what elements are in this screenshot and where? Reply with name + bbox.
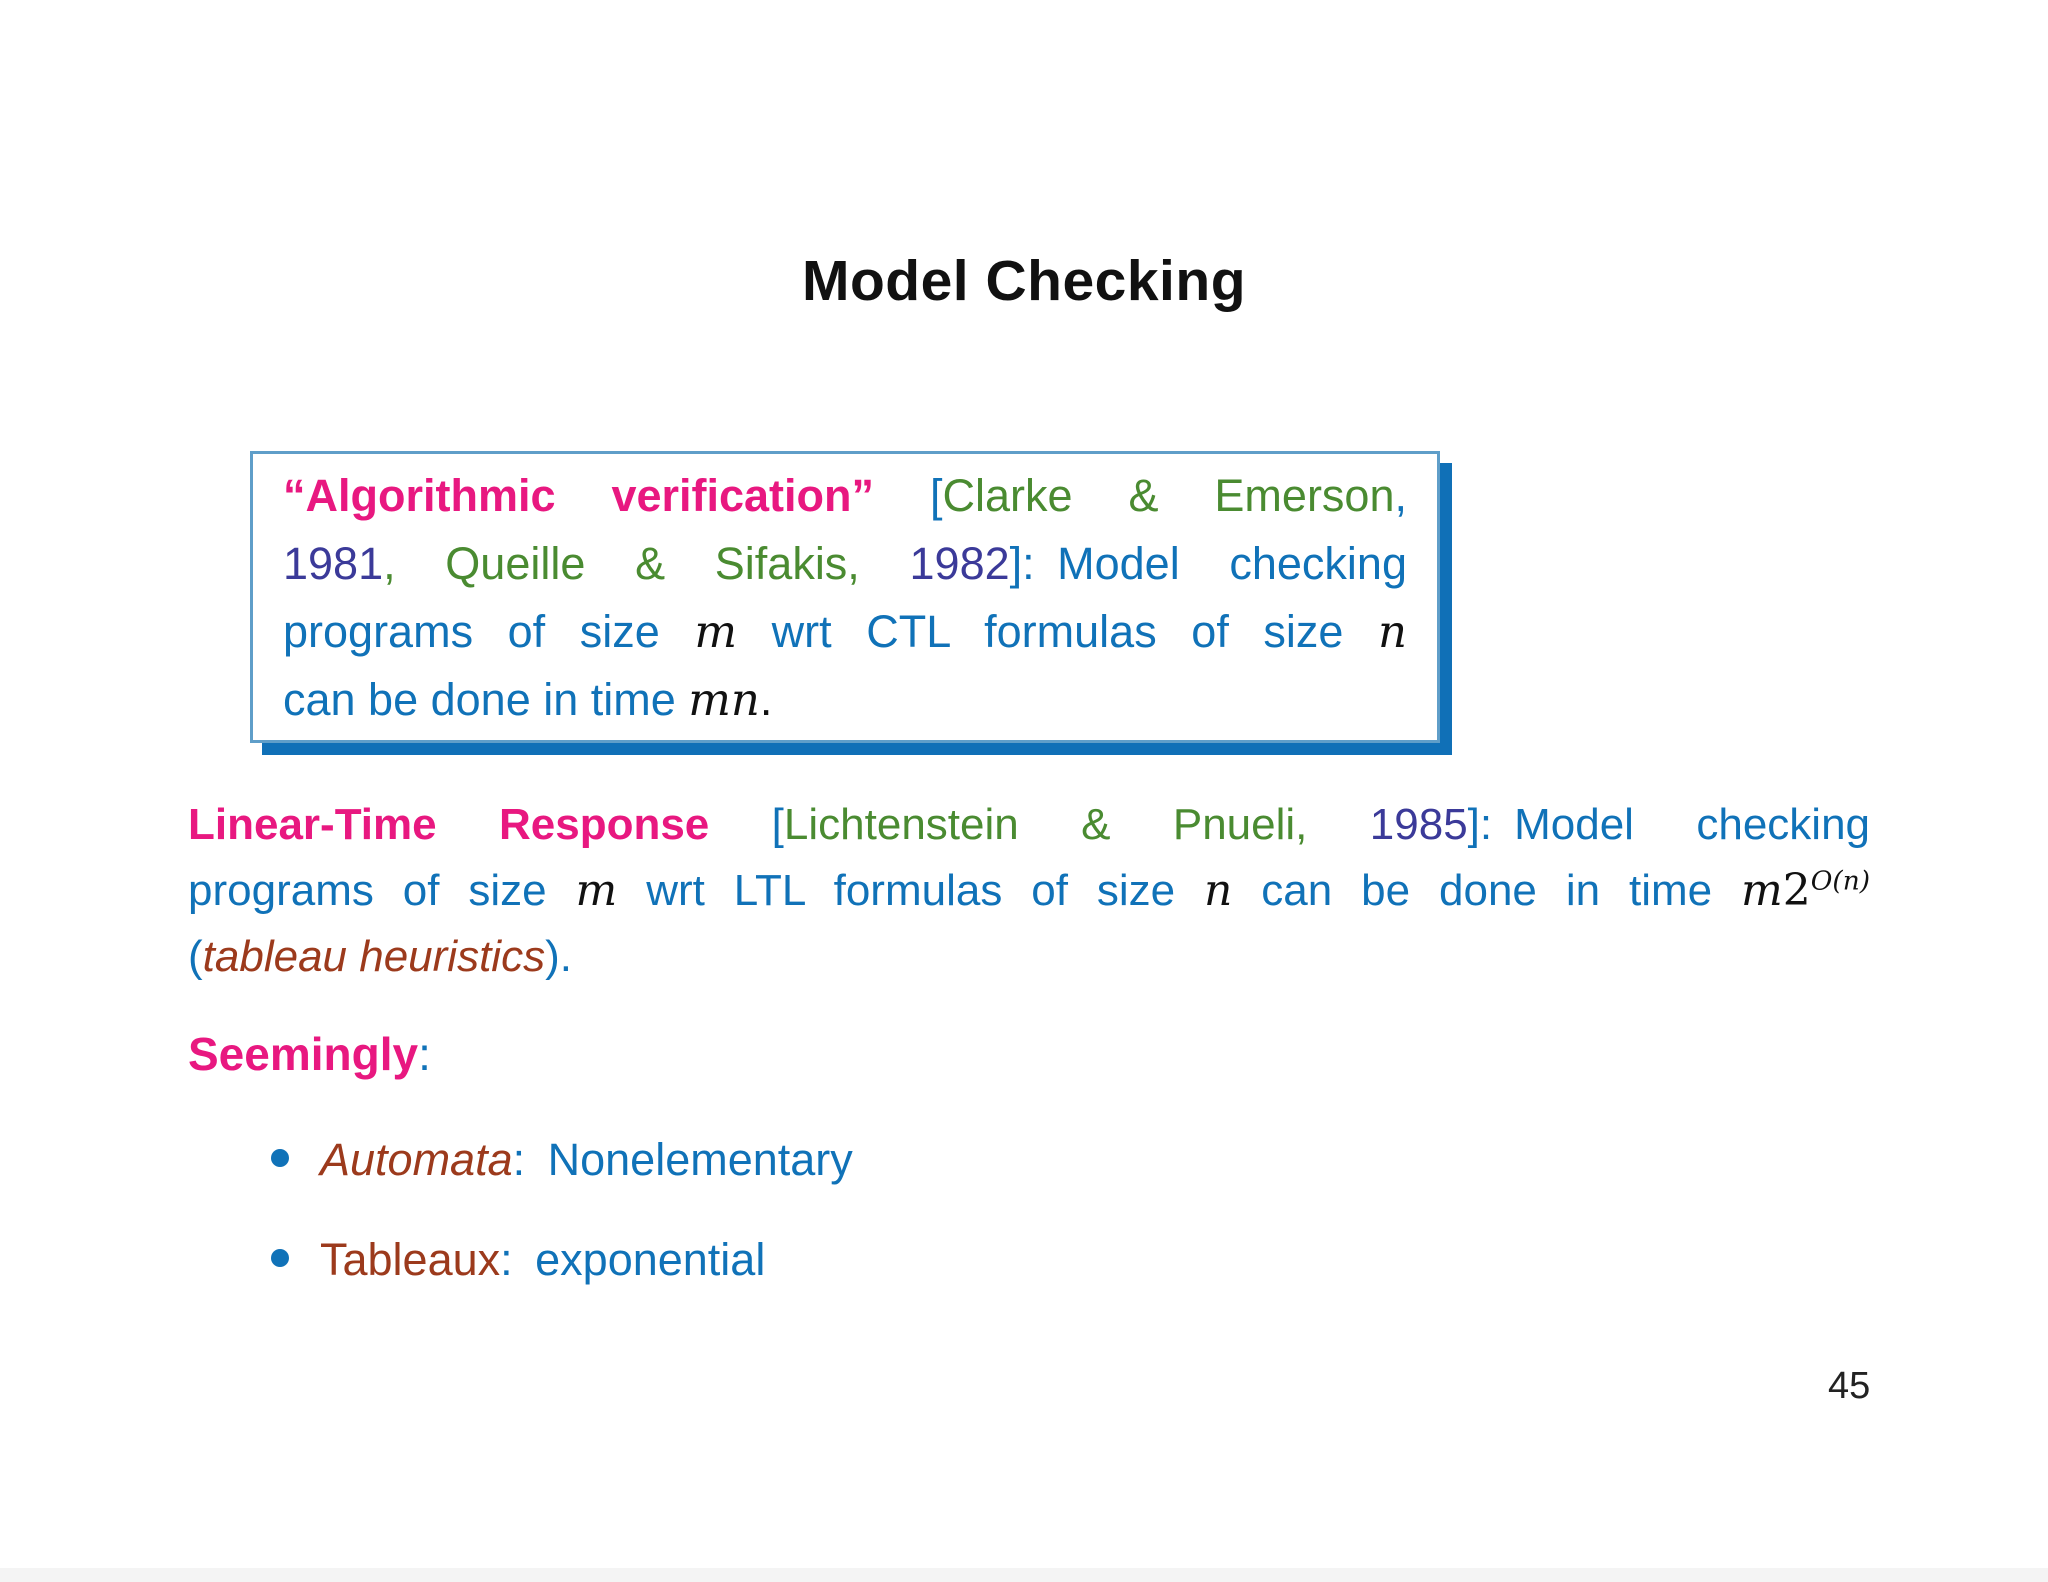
box-line: can be done in time mn. xyxy=(283,666,1407,734)
text-segment: can be done in time xyxy=(1232,866,1742,915)
text-segment: . xyxy=(759,674,773,725)
text-segment: [ xyxy=(771,800,784,849)
bullet-icon xyxy=(271,1149,289,1167)
text-segment: n xyxy=(1204,865,1233,916)
text-segment: mn xyxy=(688,673,760,726)
text-segment: 1982 xyxy=(909,538,1010,589)
page-title: Model Checking xyxy=(801,249,1247,313)
text-segment: “Algorithmic verification” xyxy=(283,470,930,521)
text-segment: m xyxy=(1741,865,1783,916)
box-line: “Algorithmic verification” [Clarke & Eme… xyxy=(283,462,1407,530)
text-segment: Clarke & Emerson xyxy=(942,470,1395,521)
paragraph-line: Linear-Time Response [Lichtenstein & Pnu… xyxy=(188,792,1870,858)
bullet-text: Tableaux: exponential xyxy=(320,1234,765,1285)
text-segment: O(n) xyxy=(1810,865,1870,897)
bullet-list: Automata: Nonelementary Tableaux: expone… xyxy=(258,1132,853,1332)
text-segment: Lichtenstein & Pnueli, xyxy=(783,800,1370,849)
bullet-text: Automata: Nonelementary xyxy=(320,1134,853,1185)
list-item: Tableaux: exponential xyxy=(258,1232,853,1288)
text-segment: ). xyxy=(545,932,572,981)
text-segment: n xyxy=(1378,605,1408,658)
seemingly-heading: Seemingly: xyxy=(188,1026,431,1082)
theorem-box: “Algorithmic verification” [Clarke & Eme… xyxy=(250,451,1440,743)
text-segment: can be done in time xyxy=(283,674,689,725)
text-segment: , xyxy=(1394,470,1407,521)
text-segment: wrt CTL formulas of size xyxy=(737,606,1379,657)
text-segment: : xyxy=(418,1028,431,1080)
linear-time-paragraph: Linear-Time Response [Lichtenstein & Pnu… xyxy=(188,792,1870,990)
text-segment: [ xyxy=(929,470,943,521)
paragraph-line: (tableau heuristics). xyxy=(188,924,1870,990)
text-segment: : exponential xyxy=(500,1234,766,1285)
box-line: programs of size m wrt CTL formulas of s… xyxy=(283,598,1407,666)
text-segment: ]: Model checking xyxy=(1467,800,1871,849)
bullet-icon xyxy=(271,1249,289,1267)
text-segment: , Queille & Sifakis, xyxy=(383,538,910,589)
text-segment: Tableaux xyxy=(320,1234,501,1285)
text-segment: Linear-Time Response xyxy=(188,800,772,849)
text-segment: programs of size xyxy=(283,606,695,657)
text-segment: ]: Model checking xyxy=(1009,538,1407,589)
text-segment: 2 xyxy=(1782,865,1811,916)
bottom-strip xyxy=(0,1568,2048,1582)
text-segment: 1981 xyxy=(283,538,384,589)
box-line: 1981, Queille & Sifakis, 1982]: Model ch… xyxy=(283,530,1407,598)
text-segment: tableau heuristics xyxy=(202,932,546,981)
paragraph-line: programs of size m wrt LTL formulas of s… xyxy=(188,858,1870,924)
text-segment: m xyxy=(575,865,618,916)
text-segment: ( xyxy=(188,932,203,981)
list-item: Automata: Nonelementary xyxy=(258,1132,853,1188)
text-segment: Automata xyxy=(320,1134,513,1185)
text-segment: Seemingly xyxy=(188,1028,419,1080)
text-segment: : Nonelementary xyxy=(512,1134,853,1185)
text-segment: wrt LTL formulas of size xyxy=(617,866,1205,915)
page-number: 45 xyxy=(1828,1365,1871,1407)
text-segment: 1985 xyxy=(1369,800,1468,849)
text-segment: programs of size xyxy=(188,866,576,915)
text-segment: m xyxy=(694,605,738,658)
